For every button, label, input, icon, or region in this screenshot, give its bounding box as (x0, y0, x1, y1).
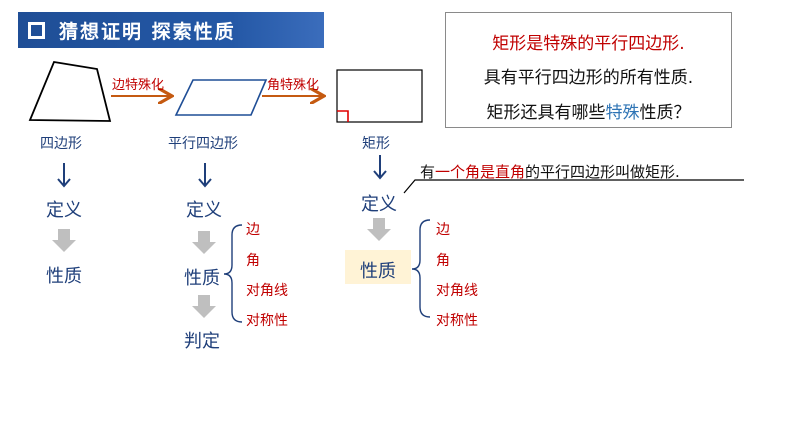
col2-judgement: 判定 (184, 331, 220, 352)
col2-definition: 定义 (186, 200, 222, 221)
section-banner: 猜想证明 探索性质 (18, 12, 324, 48)
definition-part-2: 一个角是直角 (435, 163, 526, 181)
right-angle-mark (337, 110, 349, 122)
info-line-3-special: 特殊 (605, 103, 640, 123)
info-box: 矩形是特殊的平行四边形. 具有平行四边形的所有性质. 矩形还具有哪些特殊性质？ (445, 12, 732, 128)
down-arrow-2 (198, 163, 212, 188)
parallelogram-shape (174, 79, 268, 116)
arrow-1-label: 边特殊化 (112, 78, 165, 93)
info-line-3-a: 矩形还具有哪些 (486, 103, 606, 123)
gray-arrow-3 (192, 295, 216, 318)
col3-item-symmetry: 对称性 (436, 313, 478, 329)
rect-label: 矩形 (362, 136, 390, 152)
definition-part-3: 的平行四边形叫做矩形. (525, 163, 680, 181)
quad-label: 四边形 (40, 136, 82, 152)
gray-arrow-2 (192, 231, 216, 254)
col3-property-highlight (345, 250, 411, 284)
para-label: 平行四边形 (168, 136, 238, 152)
info-line-3: 矩形还具有哪些特殊性质？ (446, 98, 731, 123)
rectangle-definition: 有一个角是直角的平行四边形叫做矩形. (420, 161, 680, 182)
definition-underline (403, 179, 744, 194)
banner-title: 猜想证明 探索性质 (59, 20, 236, 43)
col2-property: 性质 (184, 268, 220, 289)
col1-property: 性质 (46, 266, 82, 287)
col1-definition: 定义 (46, 200, 82, 221)
col3-property: 性质 (360, 261, 396, 282)
col2-item-angle: 角 (246, 253, 260, 269)
brace-col3 (411, 219, 431, 318)
col3-definition: 定义 (361, 194, 397, 215)
col3-item-diagonal: 对角线 (436, 283, 478, 299)
col2-item-diagonal: 对角线 (246, 283, 288, 299)
rectangle-shape (336, 69, 423, 123)
arrow-2-label: 角特殊化 (267, 78, 320, 93)
info-line-1: 矩形是特殊的平行四边形. (492, 34, 685, 54)
col3-item-side: 边 (436, 222, 450, 238)
quadrilateral-shape (28, 60, 112, 122)
info-line-2: 具有平行四边形的所有性质. (483, 68, 694, 88)
down-arrow-1 (57, 163, 71, 188)
definition-part-1: 有 (420, 163, 436, 181)
checkbox-square-icon (28, 21, 45, 39)
info-line-3-c: 性质？ (639, 103, 691, 123)
col3-item-angle: 角 (436, 253, 450, 269)
col2-item-side: 边 (246, 222, 260, 238)
down-arrow-3 (373, 155, 387, 180)
gray-arrow-4 (367, 218, 391, 241)
gray-arrow-1 (52, 229, 76, 252)
brace-col2 (223, 224, 243, 323)
col2-item-symmetry: 对称性 (246, 313, 288, 329)
